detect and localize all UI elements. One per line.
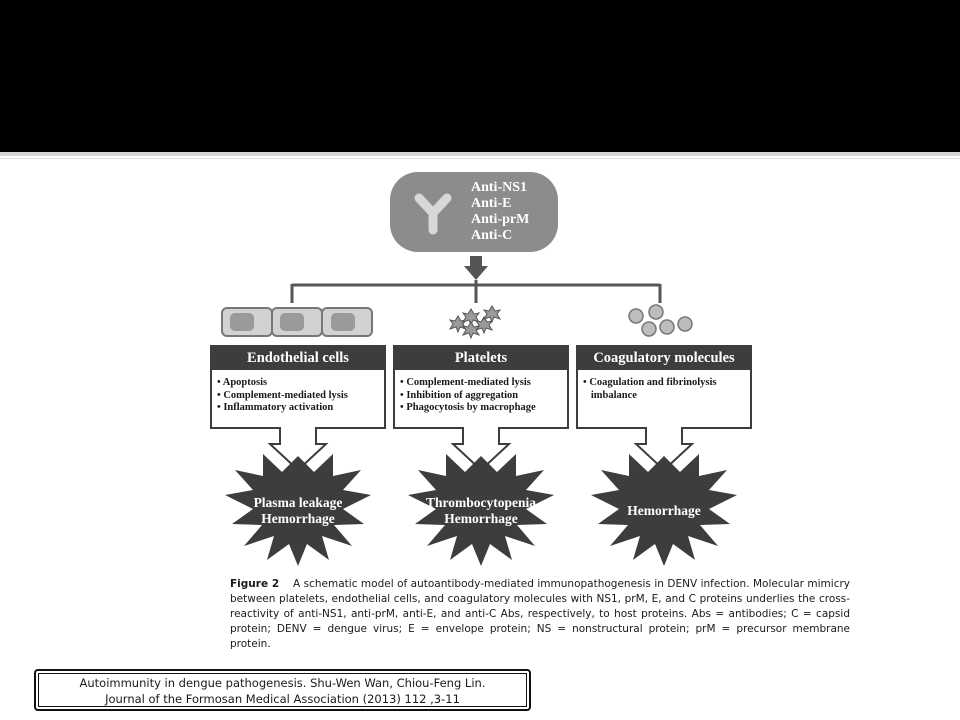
platelets-outcome-text: Thrombocytopenia Hemorrhage bbox=[406, 495, 556, 527]
effect-item: Inhibition of aggregation bbox=[400, 390, 536, 403]
endothelial-box-header bbox=[211, 346, 385, 370]
effect-item: Phagocytosis by macrophage bbox=[400, 402, 535, 415]
figure-label: Figure 2 bbox=[230, 578, 280, 590]
source-line-2: Journal of the Formosan Medical Associat… bbox=[105, 692, 460, 706]
title-divider-thin bbox=[0, 158, 960, 159]
title-divider bbox=[0, 152, 960, 156]
antibody-label: Anti-C bbox=[471, 228, 513, 243]
coagulatory-outcome-text: Hemorrhage bbox=[594, 503, 734, 519]
platelets-outcome-burst bbox=[408, 454, 554, 566]
antibody-label: Anti-E bbox=[471, 196, 512, 211]
endothelial-outcome-text: Plasma leakage Hemorrhage bbox=[228, 495, 368, 527]
effect-item: Complement-mediated lysis bbox=[217, 390, 348, 403]
outcome-line: Hemorrhage bbox=[627, 503, 701, 518]
outcome-line: Plasma leakage bbox=[253, 495, 343, 510]
coagulatory-box-title: Coagulatory molecules bbox=[593, 350, 735, 366]
effect-item: Coagulation and fibrinolysis bbox=[583, 377, 716, 390]
platelets-effects-list: Complement-mediated lysis Inhibition of … bbox=[400, 377, 536, 415]
down-arrow bbox=[464, 256, 488, 280]
platelets-box-header bbox=[394, 346, 568, 370]
outcome-starbursts bbox=[225, 454, 737, 566]
endothelial-box-title: Endothelial cells bbox=[247, 350, 349, 366]
effect-item: Inflammatory activation bbox=[217, 402, 348, 415]
coagulatory-molecules-icon bbox=[628, 304, 693, 337]
antibody-label: Anti-prM bbox=[471, 212, 530, 227]
coagulatory-box-header bbox=[577, 346, 751, 370]
outcome-line: Hemorrhage bbox=[444, 511, 518, 526]
platelets-icon bbox=[448, 305, 502, 340]
branch-connector bbox=[290, 280, 662, 303]
effect-item: Complement-mediated lysis bbox=[400, 377, 536, 390]
outcome-line: Thrombocytopenia bbox=[425, 495, 536, 510]
antibody-label: Anti-NS1 bbox=[471, 180, 528, 195]
endothelial-outcome-burst bbox=[225, 454, 371, 566]
outcome-line: Hemorrhage bbox=[261, 511, 335, 526]
endothelial-cells-icon bbox=[221, 307, 373, 337]
source-line-1: Autoimmunity in dengue pathogenesis. Shu… bbox=[79, 676, 486, 690]
source-citation-box: Autoimmunity in dengue pathogenesis. Shu… bbox=[34, 669, 531, 711]
antibody-y-icon bbox=[414, 193, 452, 235]
coagulatory-effects-list: Coagulation and fibrinolysis imbalance bbox=[583, 377, 716, 402]
source-citation-inner: Autoimmunity in dengue pathogenesis. Shu… bbox=[38, 673, 527, 707]
effect-item: Apoptosis bbox=[217, 377, 348, 390]
figure-caption: Figure 2 A schematic model of autoantibo… bbox=[230, 577, 850, 652]
coagulatory-outcome-burst bbox=[591, 454, 737, 566]
slide-title-bar bbox=[0, 0, 960, 152]
endothelial-effects-list: Apoptosis Complement-mediated lysis Infl… bbox=[217, 377, 348, 415]
antibody-list: Anti-NS1 Anti-E Anti-prM Anti-C bbox=[471, 180, 561, 244]
effect-item: imbalance bbox=[590, 389, 637, 401]
figure-caption-text: A schematic model of autoantibody-mediat… bbox=[230, 578, 851, 650]
platelets-box-title: Platelets bbox=[454, 350, 508, 366]
